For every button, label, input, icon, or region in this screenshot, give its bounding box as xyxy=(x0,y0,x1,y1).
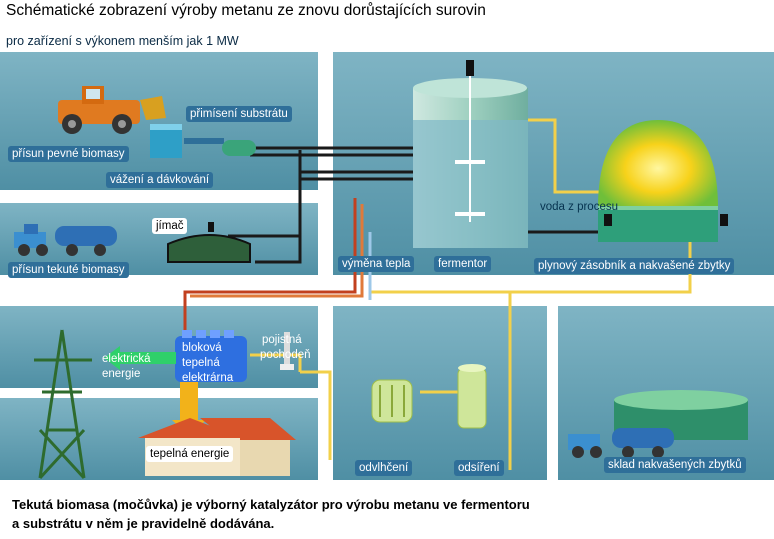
label-odsireni: odsíření xyxy=(454,460,504,476)
label-pojistna-2: pochodeň xyxy=(260,349,311,361)
label-primiseni-substratu: přimísení substrátu xyxy=(186,106,292,122)
desulfurizer-icon xyxy=(457,364,487,429)
panel-chp xyxy=(0,306,318,388)
label-fermentor: fermentor xyxy=(434,256,492,272)
label-plynovy-zasobnik: plynový zásobník a nakvašené zbytky xyxy=(534,258,735,274)
tractor-tanker-icon xyxy=(14,224,117,256)
label-prisun-tekute-biomasy: přísun tekuté biomasy xyxy=(8,262,129,278)
footnote-line-2: a substrátu v něm je pravidelně dodávána… xyxy=(12,516,275,531)
diagram-title: Schématické zobrazení výroby metanu ze z… xyxy=(6,2,486,19)
label-blokova-1: bloková xyxy=(182,342,222,354)
label-vazeni-a-davkovani: vážení a dávkování xyxy=(106,172,214,188)
footnote-line-1: Tekutá biomasa (močůvka) je výborný kata… xyxy=(12,497,530,512)
label-odvlhceni: odvlhčení xyxy=(355,460,413,476)
pipes xyxy=(183,118,692,470)
label-vymena-tepla: výměna tepla xyxy=(338,256,415,272)
footnote: Tekutá biomasa (močůvka) je výborný kata… xyxy=(12,495,530,533)
label-pojistna-1: pojistná xyxy=(262,334,302,346)
dosing-hopper-icon xyxy=(150,124,256,158)
label-voda-z-procesu: voda z procesu xyxy=(540,201,618,213)
gas-holder-dome-icon xyxy=(598,120,728,242)
label-blokova-3: elektrárna xyxy=(182,372,234,384)
flare-icon xyxy=(280,332,294,370)
label-blokova-2: tepelná xyxy=(182,357,220,369)
power-pylon-icon xyxy=(34,329,92,480)
label-sklad: sklad nakvašených zbytků xyxy=(604,457,746,473)
label-elektricka-2: energie xyxy=(102,368,141,380)
label-elektricka-1: elektrická xyxy=(102,353,151,365)
fermentor-tank-icon xyxy=(413,60,528,248)
electric-energy-arrow xyxy=(104,346,176,370)
label-jimac: jímač xyxy=(152,218,188,234)
label-prisun-pevne-biomasy: přísun pevné biomasy xyxy=(8,146,129,162)
storage-tractor-icon xyxy=(568,428,674,458)
diagram-subtitle: pro zařízení s výkonem menším jak 1 MW xyxy=(6,34,239,48)
dehumidifier-icon xyxy=(371,379,413,423)
wheel-loader-icon xyxy=(58,86,166,134)
chp-unit-icon xyxy=(175,330,247,382)
collection-pit-icon xyxy=(167,222,251,263)
label-tepelna-energie: tepelná energie xyxy=(146,446,234,462)
